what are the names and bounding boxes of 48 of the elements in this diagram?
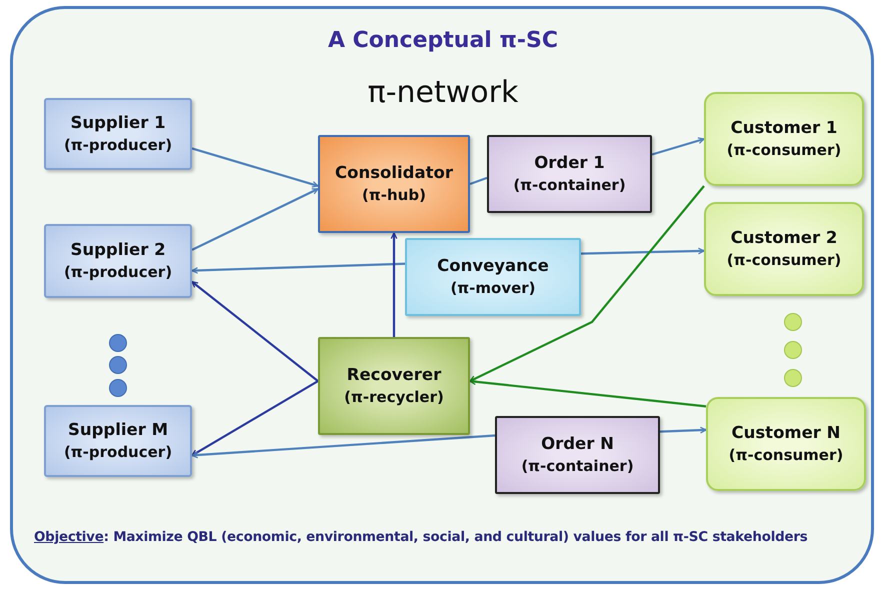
node-title: Conveyance — [437, 255, 549, 277]
arrow — [469, 378, 706, 408]
node-box — [495, 416, 660, 494]
arrow — [192, 188, 319, 251]
arrow — [390, 232, 398, 337]
arrow — [580, 248, 705, 255]
node-box — [706, 397, 866, 491]
node-title: Customer 2 — [730, 227, 838, 249]
node-role: (π-hub) — [362, 185, 426, 206]
node-title: Supplier 2 — [70, 239, 166, 261]
node-title: Consolidator — [335, 162, 453, 184]
node-role: (π-recycler) — [344, 387, 444, 408]
arrow — [652, 137, 705, 156]
node-title: Order N — [541, 433, 614, 455]
node-box — [44, 405, 192, 477]
node-role: (π-producer) — [64, 262, 172, 283]
network-heading: π-network — [366, 75, 520, 110]
node-title: Customer N — [732, 422, 840, 444]
arrow — [469, 185, 705, 382]
arrow — [191, 380, 319, 456]
diagram-title: A Conceptual π-SC — [326, 28, 560, 53]
arrow — [192, 147, 319, 188]
node-role: (π-container) — [521, 456, 634, 477]
node-role: (π-container) — [513, 175, 626, 196]
node-box — [318, 135, 470, 233]
arrow — [191, 434, 496, 458]
node-title: Recoverer — [346, 364, 442, 386]
node-title: Customer 1 — [730, 117, 838, 139]
node-box — [405, 238, 581, 316]
node-box — [44, 224, 192, 298]
node-title: Supplier M — [68, 419, 168, 441]
arrow — [191, 280, 319, 382]
node-role: (π-mover) — [450, 278, 536, 299]
node-role: (π-consumer) — [726, 140, 842, 161]
arrow — [660, 426, 707, 434]
node-role: (π-producer) — [64, 442, 172, 463]
node-box — [704, 92, 864, 186]
node-box — [487, 135, 652, 213]
node-role: (π-consumer) — [728, 445, 844, 466]
node-role: (π-producer) — [64, 135, 172, 156]
node-title: Supplier 1 — [70, 112, 166, 134]
node-box — [318, 337, 470, 435]
arrow — [191, 262, 406, 274]
node-box — [44, 98, 192, 170]
node-box — [704, 202, 864, 296]
objective-note: Objective: Maximize QBL (economic, environmental, social, and cultural) values for all π-SC stakeholders — [34, 530, 809, 545]
node-title: Order 1 — [534, 152, 605, 174]
node-role: (π-consumer) — [726, 250, 842, 271]
